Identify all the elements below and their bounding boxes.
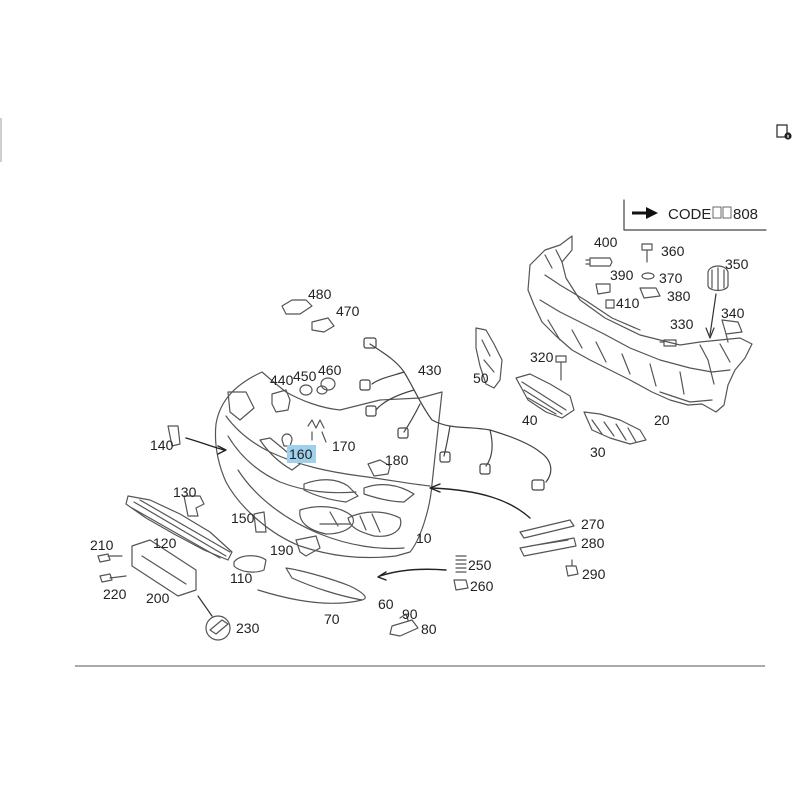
label-140[interactable]: 140 (150, 437, 174, 453)
label-370[interactable]: 370 (659, 270, 683, 286)
label-210[interactable]: 210 (90, 537, 114, 553)
part-130-clip (183, 495, 205, 517)
label-70[interactable]: 70 (324, 611, 340, 627)
part-90-clip (399, 613, 409, 621)
part-80-cover (389, 619, 419, 637)
part-200-plate-bracket (131, 539, 197, 597)
label-360[interactable]: 360 (661, 243, 685, 259)
part-150-bracket (253, 511, 267, 533)
label-90[interactable]: 90 (402, 606, 418, 622)
label-320[interactable]: 320 (530, 349, 554, 365)
part-270-strip (519, 519, 575, 539)
part-190-bracket (295, 535, 321, 557)
label-400[interactable]: 400 (594, 234, 618, 250)
part-70-moulding (257, 589, 363, 604)
label-150[interactable]: 150 (231, 510, 255, 526)
part-470-clip (311, 317, 335, 333)
label-160[interactable]: 160 (289, 446, 313, 462)
label-290[interactable]: 290 (582, 566, 606, 582)
code-box: CODE 808 (632, 206, 758, 223)
label-40[interactable]: 40 (522, 412, 538, 428)
label-80[interactable]: 80 (421, 621, 437, 637)
part-170-spring (307, 419, 327, 443)
part-350-actuator (705, 265, 729, 339)
label-130[interactable]: 130 (173, 484, 197, 500)
label-170[interactable]: 170 (332, 438, 356, 454)
part-180-clip (367, 459, 391, 477)
code-label: CODE (668, 206, 711, 223)
label-270[interactable]: 270 (581, 516, 605, 532)
part-480-clip (281, 299, 313, 315)
bumper-beam (527, 235, 753, 413)
label-330[interactable]: 330 (670, 316, 694, 332)
label-380[interactable]: 380 (667, 288, 691, 304)
label-260[interactable]: 260 (470, 578, 494, 594)
label-350[interactable]: 350 (725, 256, 749, 272)
left-edge-marker (0, 118, 2, 162)
part-110-fog-cover (233, 555, 267, 573)
document-info-icon[interactable] (776, 124, 792, 140)
part-260-nut (453, 579, 469, 591)
label-390[interactable]: 390 (610, 267, 634, 283)
label-20[interactable]: 20 (654, 412, 670, 428)
label-180[interactable]: 180 (385, 452, 409, 468)
label-450[interactable]: 450 (293, 368, 317, 384)
part-10-bumper-cover (214, 371, 443, 559)
label-230[interactable]: 230 (236, 620, 260, 636)
highlight-160 (287, 445, 316, 463)
label-200[interactable]: 200 (146, 590, 170, 606)
code-value: 808 (733, 206, 758, 223)
part-30-bracket (583, 411, 647, 445)
part-labels: 10 20 30 40 50 60 70 80 90 110 120 130 1… (90, 234, 749, 637)
label-10[interactable]: 10 (416, 530, 432, 546)
label-220[interactable]: 220 (103, 586, 127, 602)
label-470[interactable]: 470 (336, 303, 360, 319)
part-320-bolt (555, 355, 567, 381)
part-140-bracket (167, 425, 181, 447)
label-430[interactable]: 430 (418, 362, 442, 378)
part-230-wrench-icon (205, 615, 231, 641)
part-280-strip (519, 537, 577, 557)
part-60-lower-trim (285, 567, 366, 601)
part-120-lower-grille (125, 495, 233, 561)
label-250[interactable]: 250 (468, 557, 492, 573)
parking-sensors (271, 377, 336, 413)
label-30[interactable]: 30 (590, 444, 606, 460)
part-290-screw (565, 559, 579, 577)
part-220-screw (99, 573, 127, 583)
part-340-clip (721, 319, 743, 343)
label-480[interactable]: 480 (308, 286, 332, 302)
part-50-mount (475, 327, 503, 389)
label-190[interactable]: 190 (270, 542, 294, 558)
part-250-spring (455, 555, 467, 573)
label-280[interactable]: 280 (581, 535, 605, 551)
part-210-screw (97, 553, 123, 563)
label-440[interactable]: 440 (270, 372, 294, 388)
part-40-grille (515, 373, 575, 419)
label-340[interactable]: 340 (721, 305, 745, 321)
label-120[interactable]: 120 (153, 535, 177, 551)
label-110[interactable]: 110 (230, 570, 253, 586)
part-160-cap (281, 433, 293, 447)
label-50[interactable]: 50 (473, 370, 489, 386)
small-fasteners-top (585, 243, 677, 347)
label-460[interactable]: 460 (318, 362, 342, 378)
label-60[interactable]: 60 (378, 596, 394, 612)
assembly-arrows (185, 437, 531, 581)
label-410[interactable]: 410 (616, 295, 640, 311)
part-430-wiring-harness (359, 337, 552, 491)
